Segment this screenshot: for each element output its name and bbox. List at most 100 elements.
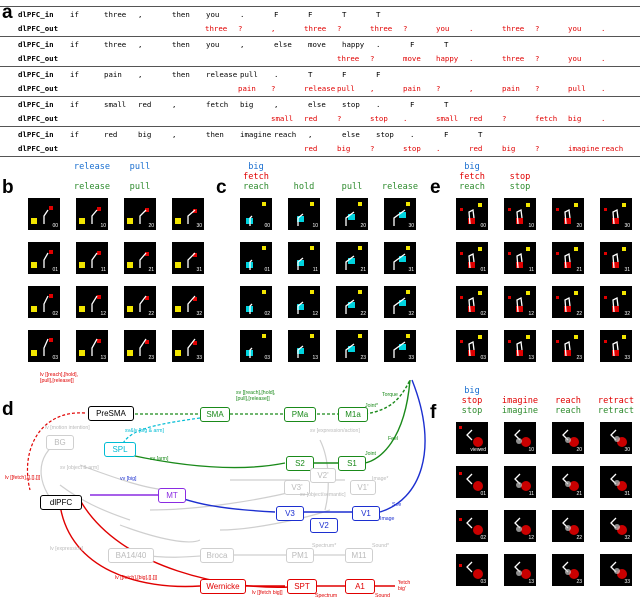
output-token: ?: [337, 24, 342, 33]
frame-scene: [393, 202, 410, 226]
input-token: small: [104, 100, 127, 109]
frame-index: 00: [480, 223, 486, 229]
input-token: then: [172, 40, 190, 49]
spl-node: SPL: [104, 442, 136, 457]
frame-index: 12: [528, 535, 534, 541]
frame-scene: [297, 202, 314, 226]
frame-scene: [393, 246, 410, 270]
output-token: you: [568, 24, 582, 33]
sim-frame: 22: [124, 286, 156, 318]
input-token: happy: [342, 40, 365, 49]
vv-big-label: vv [big]: [120, 476, 137, 482]
sim-frame: 01: [456, 242, 488, 274]
sim-frame: 23: [124, 330, 156, 362]
output-token: .: [403, 114, 408, 123]
output-token: .: [601, 84, 606, 93]
output-token: ?: [370, 54, 375, 63]
sv-object-semantic-label: sv [object/semantic]: [300, 492, 346, 498]
output-token: big: [502, 144, 516, 153]
output-token: big: [337, 144, 351, 153]
input-token: else: [342, 130, 360, 139]
sim-frame: 31: [172, 242, 204, 274]
input-token: you: [206, 40, 220, 49]
frame-scene: [127, 208, 149, 224]
frame-index: 22: [148, 311, 154, 317]
wernicke-node: Wernicke: [200, 579, 246, 594]
image-star-label: Image*: [372, 476, 389, 482]
sim-frame: 02: [456, 510, 488, 542]
sim-frame: 30: [384, 198, 416, 230]
frame-scene: [175, 252, 197, 268]
panel-f-label: f: [430, 402, 437, 423]
sim-frame: 11: [288, 242, 320, 274]
v2-prime-node: V2': [310, 468, 336, 483]
output-token: ,: [469, 84, 474, 93]
panel-e-label: e: [430, 177, 441, 198]
output-token: happy: [436, 54, 459, 63]
frame-index: 30: [624, 223, 630, 229]
input-token: three: [104, 10, 127, 19]
frame-scene: [31, 206, 53, 224]
input-token: F: [274, 10, 279, 19]
image-label: Image: [380, 516, 395, 522]
input-token: T: [444, 100, 449, 109]
sim-frame: 02: [456, 286, 488, 318]
sim-frame: 30: [600, 422, 632, 454]
frame-scene: [459, 472, 483, 491]
frame-scene: [562, 517, 579, 535]
frame-scene: [345, 334, 362, 358]
input-token: else: [274, 40, 292, 49]
column-header-mid: stop: [461, 396, 483, 406]
output-token: stop: [370, 114, 388, 123]
output-token: you: [436, 24, 450, 33]
column-header-bottom: release: [73, 182, 111, 192]
output-token: stop: [403, 144, 421, 153]
column-header-mid: reach: [555, 396, 581, 406]
row-name-in: dlPFC_in: [18, 100, 54, 109]
input-token: if: [70, 40, 79, 49]
input-token: ,: [138, 70, 143, 79]
sim-frame: 01: [28, 242, 60, 274]
sim-frame: 33: [600, 330, 632, 362]
input-token: T: [444, 40, 449, 49]
frame-index: 23: [360, 355, 366, 361]
output-token: three: [205, 24, 228, 33]
column-header-mid: fetch: [459, 172, 485, 182]
input-token: ,: [172, 130, 177, 139]
v3-node: V3: [276, 506, 304, 521]
v1-node: V1: [352, 506, 380, 521]
frame-index: 02: [480, 311, 486, 317]
row-name-in: dlPFC_in: [18, 130, 54, 139]
input-token: ,: [172, 100, 177, 109]
sim-frame: 13: [504, 554, 536, 586]
frame-index: 23: [576, 355, 582, 361]
input-token: .: [376, 100, 381, 109]
sim-frame: 23: [336, 330, 368, 362]
column-header-top: big: [248, 162, 264, 172]
sim-frame: 02: [28, 286, 60, 318]
sim-frame: 30: [172, 198, 204, 230]
sim-frame: 21: [552, 242, 584, 274]
output-token: you: [568, 54, 582, 63]
frame-scene: [393, 334, 410, 358]
frame-scene: [127, 338, 149, 356]
frame-index: 32: [196, 311, 202, 317]
input-token: F: [444, 130, 449, 139]
frame-scene: [460, 247, 482, 269]
sim-frame: 10: [76, 198, 108, 230]
frame-scene: [79, 338, 101, 356]
frame-index: 33: [196, 355, 202, 361]
frame-scene: [610, 561, 627, 579]
input-token: release: [206, 70, 238, 79]
sim-frame: 03: [240, 330, 272, 362]
sim-frame: 03: [28, 330, 60, 362]
frame-scene: [297, 246, 314, 270]
broca-node: Broca: [200, 548, 234, 563]
frame-scene: [246, 290, 266, 314]
input-token: ,: [274, 100, 279, 109]
input-token: ,: [138, 10, 143, 19]
frame-index: 30: [408, 223, 414, 229]
output-token: .: [601, 24, 606, 33]
